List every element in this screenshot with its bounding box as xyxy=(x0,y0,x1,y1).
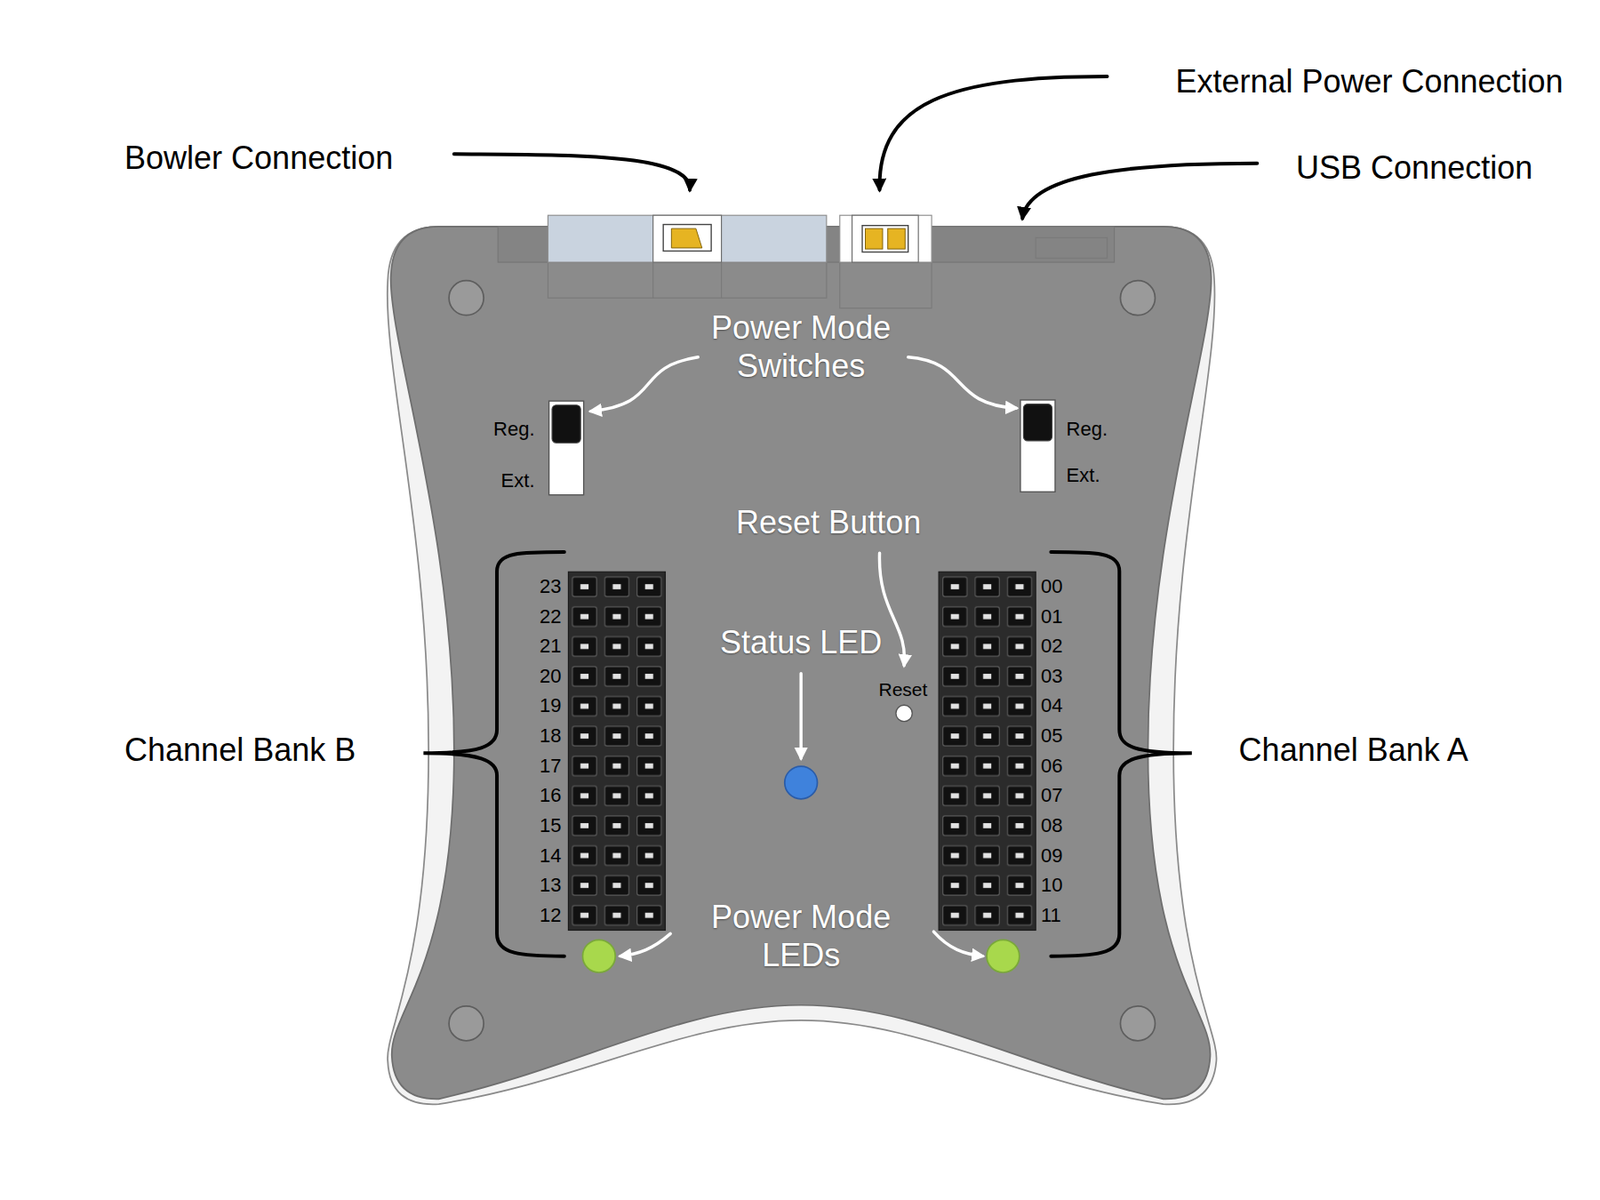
channel-number: 20 xyxy=(539,664,561,688)
channel-number: 23 xyxy=(539,575,561,599)
channel-number: 16 xyxy=(539,784,561,808)
power-mode-led xyxy=(986,939,1020,973)
channel-number: 13 xyxy=(539,873,561,897)
callout-label: Reset Button xyxy=(736,503,921,542)
reset-button xyxy=(896,704,912,721)
power-mode-switch xyxy=(549,400,1056,496)
connector-strip xyxy=(497,215,1114,308)
channel-number: 19 xyxy=(539,694,561,718)
channel-number: 10 xyxy=(1040,873,1063,897)
channel-number: 18 xyxy=(539,724,561,748)
channel-number: 17 xyxy=(539,753,561,777)
channel-number: 14 xyxy=(539,843,561,867)
channel-number: 15 xyxy=(539,814,561,838)
switch-position-label: Reg. xyxy=(1066,417,1108,441)
channel-number: 08 xyxy=(1040,814,1063,838)
switch-position-label: Reg. xyxy=(493,417,535,441)
screw-holes xyxy=(448,280,1155,1041)
switch-position-label: Ext. xyxy=(1066,464,1101,488)
callout-label: Power Mode LEDs xyxy=(689,896,912,974)
callout-label: External Power Connection xyxy=(1175,62,1563,101)
channel-number: 11 xyxy=(1040,904,1062,928)
bank-bracket xyxy=(423,552,1192,957)
status-led xyxy=(784,766,818,800)
callout-label: Channel Bank A xyxy=(1239,730,1469,769)
callout-label: Channel Bank B xyxy=(124,730,356,769)
channel-number: 06 xyxy=(1040,753,1063,777)
channel-number: 12 xyxy=(539,904,561,928)
button-label: Reset xyxy=(879,678,928,701)
channel-number: 09 xyxy=(1040,843,1063,867)
channel-number: 04 xyxy=(1040,694,1063,718)
housing-plate xyxy=(391,226,1212,1100)
channel-number: 01 xyxy=(1040,604,1063,628)
channel-number: 22 xyxy=(539,604,561,628)
callout-label: Status LED xyxy=(720,624,882,663)
channel-number: 02 xyxy=(1040,634,1063,658)
pin-header xyxy=(568,571,1036,930)
callout-label: Bowler Connection xyxy=(124,138,393,177)
leader-arrow xyxy=(454,76,1257,219)
callout-label: Power Mode Switches xyxy=(689,308,912,385)
channel-number: 03 xyxy=(1040,664,1063,688)
channel-number: 00 xyxy=(1040,575,1063,599)
switch-position-label: Ext. xyxy=(501,468,536,492)
power-mode-led xyxy=(582,939,616,973)
housing-shell xyxy=(387,226,1217,1104)
channel-number: 05 xyxy=(1040,724,1063,748)
channel-number: 21 xyxy=(539,634,561,658)
leader-arrow xyxy=(591,357,1017,957)
channel-number: 07 xyxy=(1040,784,1063,808)
callout-label: USB Connection xyxy=(1296,149,1533,188)
